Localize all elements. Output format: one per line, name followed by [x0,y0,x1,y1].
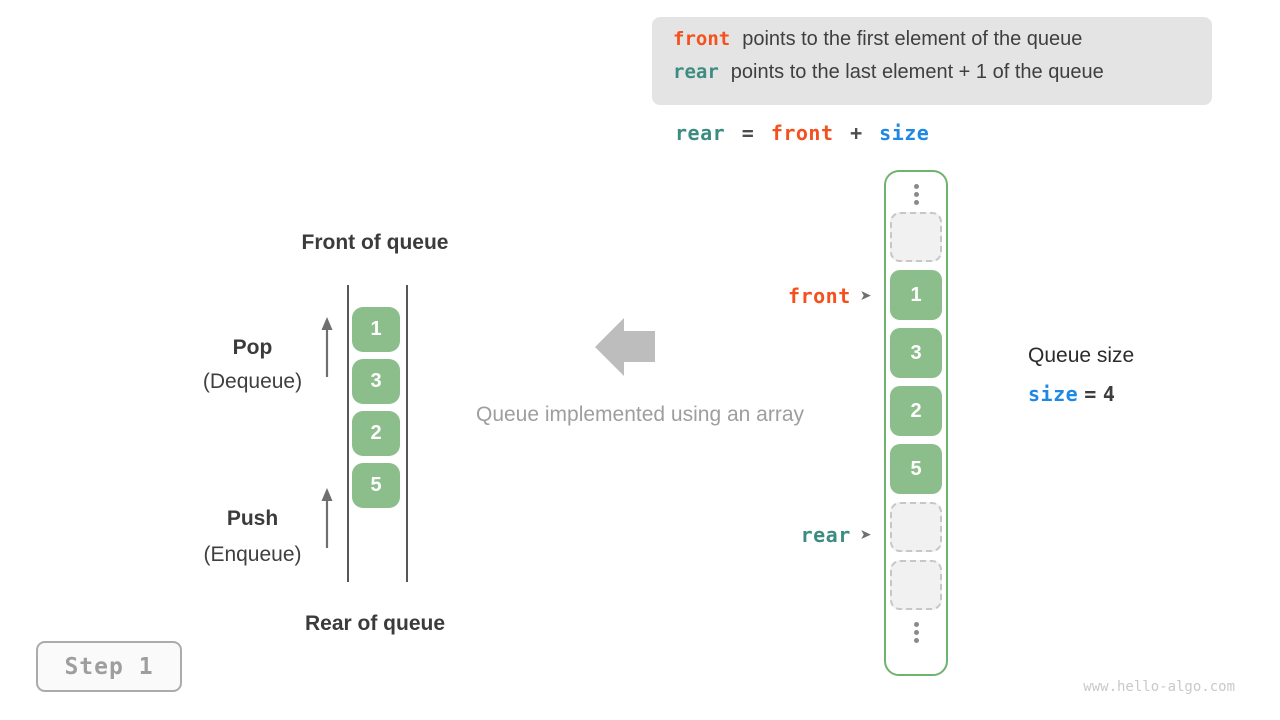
front-pointer: front ➤ [762,284,872,308]
stack-cell: 2 [352,411,400,456]
array-container: 1 3 2 5 [884,170,948,676]
size-keyword: size [1028,382,1079,406]
left-block-arrow-icon [595,318,655,376]
array-empty-cell [890,212,942,262]
queue-wall-left [347,285,349,582]
pop-up-arrow-icon [321,317,333,377]
rear-pointer: rear ➤ [762,523,872,547]
front-pointer-label: front [788,284,851,308]
pop-label: Pop [232,336,273,359]
formula: rear = front + size [675,121,933,145]
formula-front: front [770,121,834,145]
rear-pointer-arrow-icon: ➤ [859,527,872,543]
array-cell: 1 [890,270,942,320]
size-equals: = [1084,382,1097,406]
dequeue-label: (Dequeue) [202,370,303,393]
size-value: 4 [1102,382,1116,406]
front-keyword: front [673,28,731,50]
stack-cell: 3 [352,359,400,404]
stack-cell: 5 [352,463,400,508]
rear-of-queue-label: Rear of queue [304,612,446,635]
queue-size-title: Queue size [1028,344,1135,367]
array-cell: 3 [890,328,942,378]
watermark: www.hello-algo.com [1083,679,1235,695]
front-of-queue-label: Front of queue [301,231,449,254]
rear-keyword: rear [673,61,719,83]
formula-size: size [879,121,930,145]
info-line-front: front points to the first element of the… [673,28,1212,61]
formula-plus: + [850,121,863,145]
rear-pointer-label: rear [800,523,851,547]
diagram-caption: Queue implemented using an array [475,403,805,426]
queue-wall-right [406,285,408,582]
push-up-arrow-icon [321,488,333,548]
array-cell: 2 [890,386,942,436]
queue-size-equation: size = 4 [1028,382,1115,407]
info-box: front points to the first element of the… [652,17,1212,105]
rear-description: points to the last element + 1 of the qu… [730,61,1104,83]
array-cell: 5 [890,444,942,494]
ellipsis-bottom-icon [886,620,946,644]
enqueue-label: (Enqueue) [203,543,302,566]
front-pointer-arrow-icon: ➤ [859,288,872,304]
stack-cell: 1 [352,307,400,352]
queue-stack: 1 3 2 5 [352,307,400,508]
front-description: points to the first element of the queue [742,28,1083,50]
formula-rear: rear [675,121,726,145]
ellipsis-top-icon [886,182,946,206]
array-empty-cell [890,502,942,552]
step-badge: Step 1 [36,641,182,692]
push-label: Push [226,507,279,530]
info-line-rear: rear points to the last element + 1 of t… [673,61,1212,94]
formula-equals: = [741,121,755,145]
array-empty-cell [890,560,942,610]
